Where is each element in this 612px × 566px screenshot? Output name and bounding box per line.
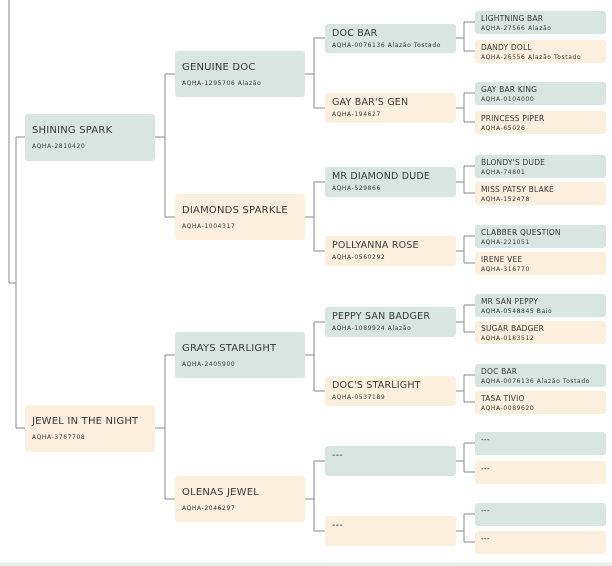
gen2-horse-3-reg: AQHA-2405900 <box>182 361 236 368</box>
gen2-horse-2-reg: AQHA-1004317 <box>182 223 236 230</box>
gen3-horse-5[interactable]: PEPPY SAN BADGER AQHA-1089924 Alazão <box>325 307 456 337</box>
gen4-horse-14[interactable]: --- <box>475 461 606 484</box>
gen3-horse-1[interactable]: DOC BAR AQHA-0076136 Alazão Tostado <box>325 24 456 53</box>
gen4-horse-3-reg: AQHA-0104000 <box>481 96 535 103</box>
gen3-horse-8[interactable]: --- <box>325 516 456 546</box>
gen4-horse-9-reg: AQHA-0548845 Baio <box>481 308 553 315</box>
bottom-divider <box>0 563 612 566</box>
gen4-horse-6-reg: AQHA-152478 <box>481 196 530 203</box>
gen4-horse-9[interactable]: MR SAN PEPPY AQHA-0548845 Baio <box>475 294 606 317</box>
gen4-horse-7[interactable]: CLABBER QUESTION AQHA-221051 <box>475 225 606 248</box>
gen3-horse-2-reg: AQHA-194627 <box>332 111 381 118</box>
gen4-horse-10-reg: AQHA-0183512 <box>481 335 535 342</box>
gen4-horse-13[interactable]: --- <box>475 432 606 455</box>
gen3-horse-6[interactable]: DOC'S STARLIGHT AQHA-0537189 <box>325 376 456 406</box>
gen4-horse-1-reg: AQHA-27566 Alazão <box>481 25 552 32</box>
gen1-dam-reg: AQHA-3767708 <box>32 434 86 441</box>
gen1-dam-name: JEWEL IN THE NIGHT <box>32 416 139 427</box>
gen3-horse-3[interactable]: MR DIAMOND DUDE AQHA-529866 <box>325 167 456 197</box>
gen4-horse-4-reg: AQHA-65026 <box>481 125 526 132</box>
gen3-horse-1-name: DOC BAR <box>332 28 378 39</box>
gen3-horse-6-reg: AQHA-0537189 <box>332 394 386 401</box>
gen2-horse-3-name: GRAYS STARLIGHT <box>182 343 277 354</box>
gen4-horse-11-name: DOC BAR <box>481 367 518 376</box>
gen3-horse-8-name: --- <box>332 520 343 531</box>
gen4-horse-5[interactable]: BLONDY'S DUDE AQHA-74801 <box>475 155 606 178</box>
gen4-horse-2-reg: AQHA-26556 Alazão Tostado <box>481 54 582 61</box>
gen2-horse-4[interactable]: OLENAS JEWEL AQHA-2046297 <box>175 476 305 522</box>
gen4-horse-9-name: MR SAN PEPPY <box>481 297 539 306</box>
gen4-horse-15-name: --- <box>481 506 490 515</box>
gen4-horse-15[interactable]: --- <box>475 503 606 526</box>
gen2-horse-1-reg: AQHA-1295706 Alazão <box>182 80 262 87</box>
gen4-horse-4-name: PRINCESS PIPER <box>481 114 545 123</box>
gen3-horse-6-name: DOC'S STARLIGHT <box>332 380 421 391</box>
gen4-horse-7-reg: AQHA-221051 <box>481 239 530 246</box>
gen4-horse-1[interactable]: LIGHTNING BAR AQHA-27566 Alazão <box>475 11 606 34</box>
gen4-horse-7-name: CLABBER QUESTION <box>481 228 561 237</box>
gen3-horse-4-name: POLLYANNA ROSE <box>332 240 419 251</box>
gen4-horse-4[interactable]: PRINCESS PIPER AQHA-65026 <box>475 111 606 134</box>
gen2-horse-1-name: GENUINE DOC <box>182 62 256 73</box>
gen4-horse-12-reg: AQHA-0089620 <box>481 405 535 412</box>
gen4-horse-12[interactable]: TASA TIVIO AQHA-0089620 <box>475 391 606 414</box>
gen4-horse-8[interactable]: IRENE VEE AQHA-316770 <box>475 252 606 275</box>
gen2-horse-4-reg: AQHA-2046297 <box>182 505 236 512</box>
gen3-horse-5-reg: AQHA-1089924 Alazão <box>332 325 412 332</box>
gen4-horse-11[interactable]: DOC BAR AQHA-0076136 Alazão Tostado <box>475 364 606 387</box>
gen4-horse-14-name: --- <box>481 464 490 473</box>
gen3-horse-3-name: MR DIAMOND DUDE <box>332 171 431 182</box>
gen4-horse-16-name: --- <box>481 534 490 543</box>
gen4-horse-10-name: SUGAR BADGER <box>481 324 545 333</box>
gen4-horse-3-name: GAY BAR KING <box>481 85 538 94</box>
gen4-horse-6-name: MISS PATSY BLAKE <box>481 185 554 194</box>
gen3-horse-1-reg: AQHA-0076136 Alazão Tostado <box>332 42 442 49</box>
gen4-horse-1-name: LIGHTNING BAR <box>481 14 544 23</box>
gen3-horse-2[interactable]: GAY BAR'S GEN AQHA-194627 <box>325 93 456 123</box>
gen2-horse-4-name: OLENAS JEWEL <box>182 487 260 498</box>
gen3-horse-5-name: PEPPY SAN BADGER <box>332 311 431 322</box>
gen4-horse-3[interactable]: GAY BAR KING AQHA-0104000 <box>475 82 606 105</box>
gen2-horse-2-name: DIAMONDS SPARKLE <box>182 205 288 216</box>
gen4-horse-8-name: IRENE VEE <box>481 255 523 264</box>
gen2-horse-3[interactable]: GRAYS STARLIGHT AQHA-2405900 <box>175 332 305 378</box>
gen1-sire-box[interactable]: SHINING SPARK AQHA-2810420 <box>25 114 155 161</box>
gen3-horse-4[interactable]: POLLYANNA ROSE AQHA-0560292 <box>325 236 456 266</box>
gen3-horse-2-name: GAY BAR'S GEN <box>332 97 409 108</box>
gen4-horse-2-name: DANDY DOLL <box>481 43 532 52</box>
gen3-horse-4-reg: AQHA-0560292 <box>332 254 386 261</box>
gen1-sire-name: SHINING SPARK <box>32 125 113 136</box>
gen3-horse-7-name: --- <box>332 450 343 461</box>
gen4-horse-6[interactable]: MISS PATSY BLAKE AQHA-152478 <box>475 182 606 205</box>
gen3-horse-3-reg: AQHA-529866 <box>332 185 381 192</box>
gen4-horse-8-reg: AQHA-316770 <box>481 266 530 273</box>
gen4-horse-10[interactable]: SUGAR BADGER AQHA-0183512 <box>475 321 606 344</box>
gen4-horse-16[interactable]: --- <box>475 531 606 554</box>
gen2-horse-2[interactable]: DIAMONDS SPARKLE AQHA-1004317 <box>175 194 305 240</box>
gen3-horse-7[interactable]: --- <box>325 446 456 476</box>
gen4-horse-5-name: BLONDY'S DUDE <box>481 158 546 167</box>
gen2-horse-1[interactable]: GENUINE DOC AQHA-1295706 Alazão <box>175 51 305 97</box>
gen4-horse-2[interactable]: DANDY DOLL AQHA-26556 Alazão Tostado <box>475 40 606 63</box>
gen1-sire-reg: AQHA-2810420 <box>32 143 86 150</box>
gen4-horse-12-name: TASA TIVIO <box>481 394 525 403</box>
gen1-dam-box[interactable]: JEWEL IN THE NIGHT AQHA-3767708 <box>25 405 155 452</box>
gen4-horse-11-reg: AQHA-0076136 Alazão Tostado <box>481 378 591 385</box>
gen4-horse-5-reg: AQHA-74801 <box>481 169 526 176</box>
gen4-horse-13-name: --- <box>481 435 490 444</box>
